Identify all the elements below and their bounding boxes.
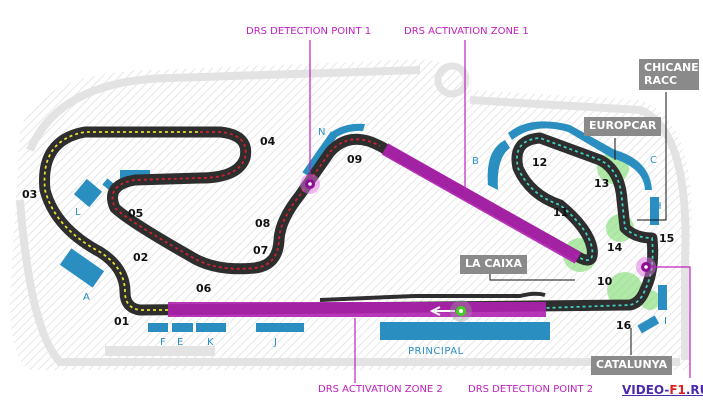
stand-h: H [654, 201, 662, 212]
watermark-suffix: .RU [685, 383, 703, 397]
watermark-accent: F1 [669, 383, 686, 397]
stand-a: A [83, 292, 90, 303]
europcar-label: EUROPCAR [584, 117, 662, 136]
corner-06: 06 [196, 282, 212, 295]
catalunya-label: CATALUNYA [591, 356, 673, 375]
sector-leader-lines [489, 92, 667, 355]
corner-07: 07 [253, 244, 269, 257]
corner-02: 02 [133, 251, 149, 264]
corner-15: 15 [659, 232, 675, 245]
stand-b: B [472, 156, 479, 167]
sector-2-dashes [111, 131, 381, 270]
stand-l: L [75, 207, 81, 218]
finish-line-marker [450, 300, 472, 322]
stand-f: F [160, 337, 166, 348]
drs-detection-point-2-marker [636, 257, 656, 277]
drs-activation-zone-2-label: DRS ACTIVATION ZONE 2 [318, 384, 443, 395]
stand-principal: PRINCIPAL [408, 346, 464, 357]
paddock-area [105, 346, 215, 356]
stand-n: N [318, 127, 326, 138]
watermark-logo: VIDEO-F1.RU [622, 383, 703, 397]
drs-detection-point-1-marker [300, 174, 320, 194]
stand-k: K [207, 337, 214, 348]
drs-zone-2 [168, 302, 546, 317]
corner-13: 13 [594, 177, 610, 190]
stand-e: E [177, 337, 184, 348]
drs-detection-point-2-label: DRS DETECTION POINT 2 [468, 384, 594, 395]
roundabout [434, 62, 470, 98]
drs-activation-zone-1-label: DRS ACTIVATION ZONE 1 [404, 26, 529, 37]
pit-lane [319, 291, 546, 302]
corner-10: 10 [597, 275, 613, 288]
stand-j: J [274, 337, 277, 348]
chicane-racc-label: CHICANE RACC [639, 59, 699, 91]
corner-01: 01 [114, 315, 130, 328]
corner-08: 08 [255, 217, 271, 230]
la-caixa-label: LA CAIXA [460, 255, 528, 274]
corner-05: 05 [128, 207, 144, 220]
callout-lines [309, 40, 691, 383]
corner-09: 09 [347, 153, 363, 166]
grandstands [59, 121, 667, 340]
sector-3-dashes [516, 137, 654, 309]
drs-detection-point-1-label: DRS DETECTION POINT 1 [246, 26, 372, 37]
direction-arrow-icon [429, 306, 455, 316]
corner-04: 04 [260, 135, 276, 148]
stand-i: I [664, 316, 667, 327]
service-road [16, 66, 690, 366]
corner-03: 03 [22, 188, 38, 201]
corner-11: 11 [553, 206, 569, 219]
sector-1-dashes [43, 131, 200, 311]
corner-16: 16 [616, 319, 632, 332]
stand-c: C [650, 155, 657, 166]
corner-14: 14 [607, 241, 623, 254]
watermark-prefix: VIDEO- [622, 383, 670, 397]
corner-12: 12 [532, 156, 548, 169]
drs-zone-1 [381, 143, 582, 264]
